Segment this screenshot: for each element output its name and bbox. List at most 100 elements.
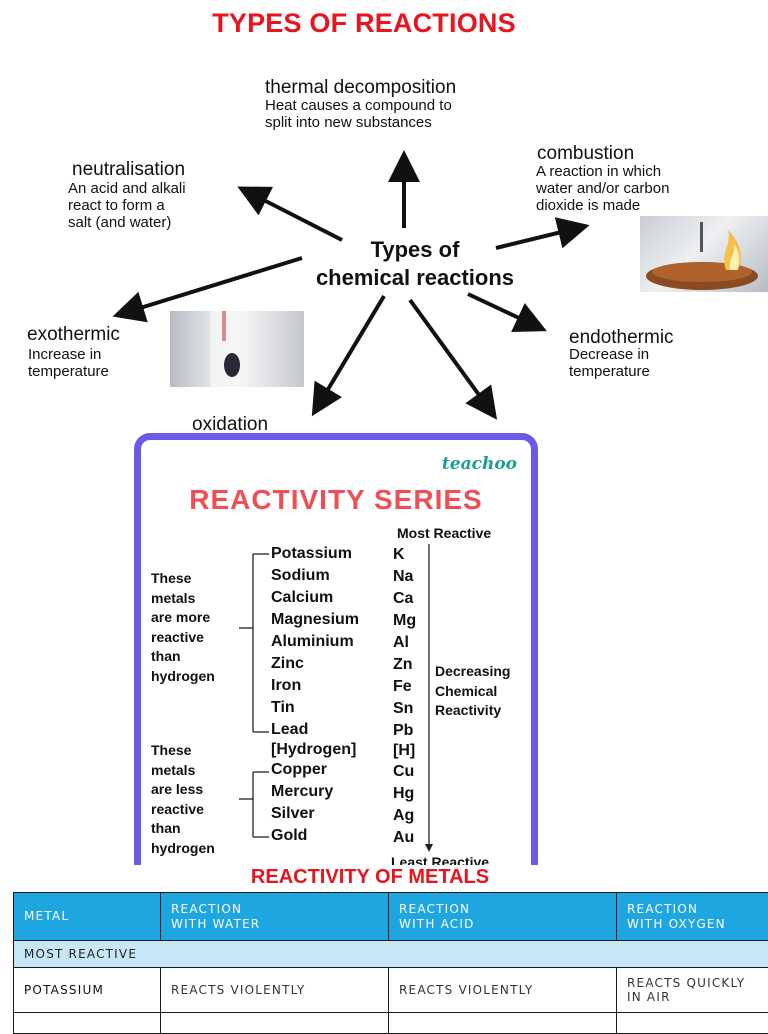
header-line: WITH OXYGEN bbox=[627, 917, 768, 932]
desc-line: dioxide is made bbox=[536, 197, 669, 214]
desc-line: An acid and alkali bbox=[68, 180, 186, 197]
least-reactive-label: Least Reactive bbox=[391, 854, 489, 865]
cell-line: REACTS VIOLENTLY bbox=[399, 983, 616, 997]
desc-line: temperature bbox=[569, 363, 650, 380]
metal-symbol: Hg bbox=[393, 785, 414, 803]
group-line: reactive bbox=[151, 800, 241, 820]
center-line: Types of bbox=[270, 236, 560, 264]
metal-name: Lead bbox=[271, 721, 308, 739]
metal-name: Magnesium bbox=[271, 611, 359, 629]
metal-name: Potassium bbox=[271, 545, 352, 563]
desc-line: temperature bbox=[28, 363, 109, 380]
metal-name: Sodium bbox=[271, 567, 330, 585]
group-line: reactive bbox=[151, 628, 241, 648]
desc-line: Increase in bbox=[28, 346, 109, 363]
metal-symbol: Zn bbox=[393, 656, 413, 674]
table-band-row: MOST REACTIVE bbox=[14, 941, 768, 968]
group-line: are less bbox=[151, 780, 241, 800]
metal-name: Zinc bbox=[271, 655, 304, 673]
trend-line: Decreasing bbox=[435, 662, 510, 682]
metal-symbol: Ag bbox=[393, 807, 414, 825]
cell-line: POTASSIUM bbox=[24, 983, 160, 997]
metal-name: Copper bbox=[271, 761, 327, 779]
desc-line: split into new substances bbox=[265, 114, 452, 131]
node-neutralisation-title: neutralisation bbox=[72, 160, 185, 180]
center-label: Types of chemical reactions bbox=[270, 236, 560, 292]
trend-label: Decreasing Chemical Reactivity bbox=[435, 662, 510, 721]
metal-name: Aluminium bbox=[271, 633, 354, 651]
trend-line: Reactivity bbox=[435, 701, 510, 721]
metal-name: Silver bbox=[271, 805, 315, 823]
metal-symbol: Sn bbox=[393, 700, 413, 718]
test-tube-illustration bbox=[170, 311, 304, 387]
group-more-reactive: These metals are more reactive than hydr… bbox=[151, 569, 241, 686]
metal-name: Gold bbox=[271, 827, 307, 845]
group-line: metals bbox=[151, 761, 241, 781]
cell-metal: POTASSIUM bbox=[14, 968, 161, 1013]
table-row: POTASSIUM REACTS VIOLENTLY REACTS VIOLEN… bbox=[14, 968, 768, 1013]
header-metal: METAL bbox=[14, 893, 161, 941]
metal-symbol: Fe bbox=[393, 678, 412, 696]
metal-name: Tin bbox=[271, 699, 295, 717]
combustion-illustration bbox=[640, 216, 768, 292]
metal-symbol: K bbox=[393, 546, 405, 564]
metal-name: Mercury bbox=[271, 783, 333, 801]
node-combustion-title: combustion bbox=[537, 144, 634, 164]
cell-line: REACTS QUICKLY bbox=[627, 976, 768, 990]
exothermic-photo bbox=[170, 311, 304, 387]
desc-line: salt (and water) bbox=[68, 214, 186, 231]
metal-symbol: Ca bbox=[393, 590, 413, 608]
cell-empty bbox=[14, 1013, 161, 1034]
node-thermal-desc: Heat causes a compound to split into new… bbox=[265, 97, 452, 131]
group-line: than bbox=[151, 819, 241, 839]
band-most-reactive: MOST REACTIVE bbox=[14, 941, 768, 968]
header-line: REACTION bbox=[399, 902, 616, 917]
group-line: are more bbox=[151, 608, 241, 628]
group-line: than bbox=[151, 647, 241, 667]
page-title: TYPES OF REACTIONS bbox=[0, 8, 728, 39]
metal-symbol: Pb bbox=[393, 722, 413, 740]
header-line: METAL bbox=[24, 909, 160, 924]
desc-line: react to form a bbox=[68, 197, 186, 214]
center-line: chemical reactions bbox=[270, 264, 560, 292]
header-line: REACTION bbox=[171, 902, 388, 917]
group-line: hydrogen bbox=[151, 839, 241, 859]
group-line: metals bbox=[151, 589, 241, 609]
metal-symbol: Na bbox=[393, 568, 413, 586]
desc-line: water and/or carbon bbox=[536, 180, 669, 197]
node-exothermic-desc: Increase in temperature bbox=[28, 346, 109, 380]
group-line: These bbox=[151, 741, 241, 761]
metal-symbol: Au bbox=[393, 829, 414, 847]
group-less-reactive: These metals are less reactive than hydr… bbox=[151, 741, 241, 858]
metal-symbol: Cu bbox=[393, 763, 414, 781]
node-exothermic-title: exothermic bbox=[27, 325, 120, 345]
header-line: WITH WATER bbox=[171, 917, 388, 932]
arrow-endothermic bbox=[468, 294, 536, 326]
group-line: These bbox=[151, 569, 241, 589]
header-line: REACTION bbox=[627, 902, 768, 917]
metal-name: Calcium bbox=[271, 589, 333, 607]
node-thermal-title: thermal decomposition bbox=[265, 78, 456, 98]
combustion-photo bbox=[640, 216, 768, 292]
table-title: REACTIVITY OF METALS bbox=[0, 866, 740, 889]
node-combustion-desc: A reaction in which water and/or carbon … bbox=[536, 163, 669, 214]
metal-name: [Hydrogen] bbox=[271, 741, 356, 759]
arrow-bottom bbox=[410, 300, 490, 410]
cell-acid: REACTS VIOLENTLY bbox=[389, 968, 617, 1013]
node-endothermic-desc: Decrease in temperature bbox=[569, 346, 650, 380]
metal-name: Iron bbox=[271, 677, 301, 695]
cell-line: REACTS VIOLENTLY bbox=[171, 983, 388, 997]
metal-symbol: Al bbox=[393, 634, 409, 652]
arrow-oxidation bbox=[318, 296, 384, 406]
node-endothermic-title: endothermic bbox=[569, 328, 674, 348]
table-row-partial bbox=[14, 1013, 768, 1034]
arrow-neutralisation bbox=[248, 192, 342, 240]
node-oxidation-title: oxidation bbox=[192, 415, 268, 435]
cell-line: IN AIR bbox=[627, 990, 768, 1004]
cell-empty bbox=[161, 1013, 389, 1034]
